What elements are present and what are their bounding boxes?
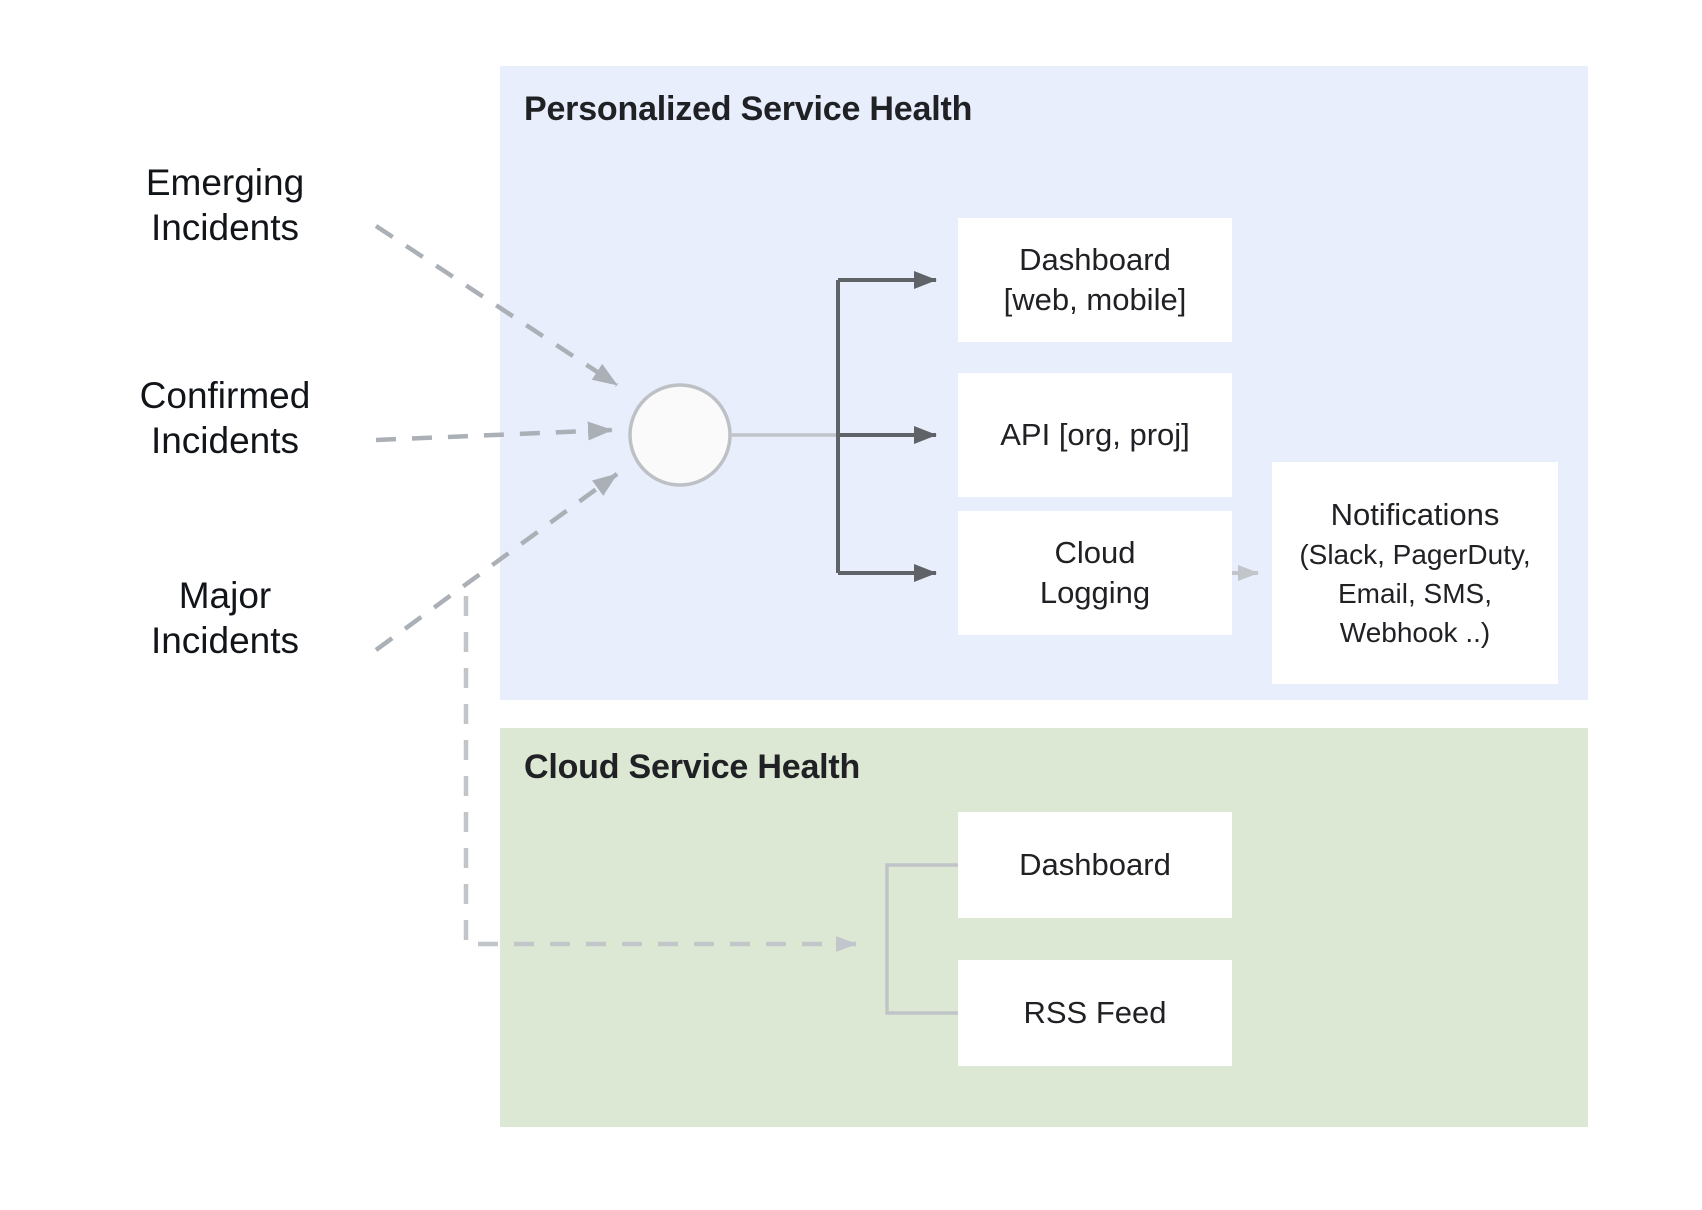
node-cloud-dashboard[interactable]: Dashboard [958,812,1232,918]
dashed-edge-confirmed [375,421,613,443]
dashed-edge-emerging [374,224,619,387]
source-label-confirmed-line2: Incidents [150,420,300,462]
source-label-confirmed: Confirmed Incidents [80,373,370,463]
source-label-major: Major Incidents [80,573,370,663]
cloud-service-health-title: Cloud Service Health [524,748,861,786]
source-label-emerging: Emerging Incidents [80,160,370,250]
dashed-edge-major [374,472,619,652]
personalized-service-health-title: Personalized Service Health [524,90,973,128]
node-rss-feed[interactable]: RSS Feed [958,960,1232,1066]
node-api-org-proj[interactable]: API [org, proj] [958,373,1232,497]
node-api-org-proj-line1: API [org, proj] [1000,417,1190,453]
node-notifications-line1: Notifications [1330,496,1500,532]
node-notifications-line4: Webhook ..) [1339,616,1491,648]
source-label-emerging-line1: Emerging [145,162,305,203]
source-label-major-line2: Incidents [150,620,300,662]
node-cloud-dashboard-line1: Dashboard [1019,847,1171,883]
node-notifications-line2: (Slack, PagerDuty, [1299,539,1531,571]
node-cloud-logging-line1: Cloud [1054,535,1136,571]
source-label-confirmed-line1: Confirmed [139,375,311,416]
node-dashboard-web-mobile-line1: Dashboard [1019,242,1171,278]
node-dashboard-web-mobile[interactable]: Dashboard [web, mobile] [958,218,1232,342]
node-notifications-line3: Email, SMS, [1337,578,1493,610]
source-label-major-line1: Major [178,575,272,616]
node-rss-feed-line1: RSS Feed [1023,995,1167,1031]
node-cloud-logging[interactable]: Cloud Logging [958,511,1232,635]
aggregation-hub-circle [628,383,732,487]
node-notifications[interactable]: Notifications (Slack, PagerDuty, Email, … [1272,462,1558,684]
source-label-emerging-line2: Incidents [150,207,300,249]
dashed-edge-major-to-cloud [463,596,857,952]
node-cloud-logging-line2: Logging [1039,575,1151,610]
cloud-health-bracket [885,863,958,1015]
node-dashboard-web-mobile-line2: [web, mobile] [1003,282,1187,317]
